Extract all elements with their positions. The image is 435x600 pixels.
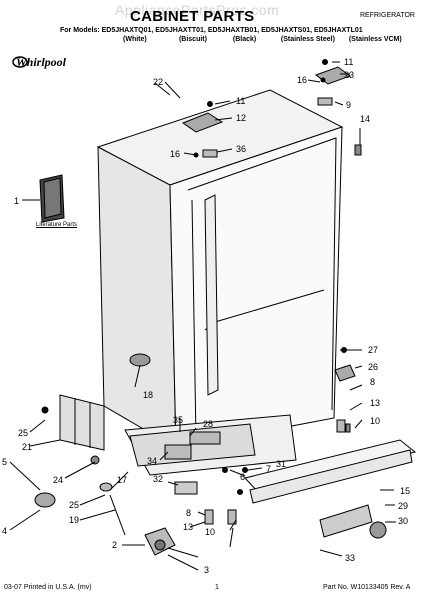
model-list: For Models: ED5JHAXTQ01, ED5JHAXTT01, ED… [60,27,363,34]
callout-8b: 8 [186,508,191,518]
callout-2: 2 [112,540,117,550]
callout-5: 5 [2,457,7,467]
callout-labels: 1 2 3 4 5 6 7 8 8 9 10 10 11 11 12 13 13… [2,57,410,575]
literature-parts-label: Literature Parts [36,222,78,228]
top-hinge-left [181,112,224,133]
callout-26: 26 [368,362,378,372]
callout-25a: 25 [18,428,28,438]
callout-13b: 13 [183,522,193,532]
callout-33: 33 [345,553,355,563]
callout-11a: 11 [236,96,245,106]
color-variants: (White) (Biscuit) (Black) (Stainless Ste… [123,36,402,43]
variant-biscuit: (Biscuit) [178,36,207,43]
page-number: 1 [215,584,219,591]
whirlpool-logo-icon [12,56,28,68]
callout-34: 34 [147,456,157,466]
callout-1: 1 [14,196,19,206]
callout-16b: 16 [297,75,307,85]
watermark: AppliancePartsPros.com [115,2,280,18]
rear-access-panel [59,394,105,451]
brand-logo-text: Whirlpool [16,55,67,69]
callout-17: 17 [117,475,127,485]
callout-35: 35 [173,415,183,425]
base-grille [244,439,417,493]
variant-white: (White) [123,36,147,43]
callout-14: 14 [360,114,370,124]
part-number: Part No. W10133405 Rev. A [323,584,411,591]
callout-15: 15 [400,486,410,496]
callout-16a: 16 [170,149,180,159]
callout-4: 4 [2,526,7,536]
callout-12: 12 [236,113,246,123]
callout-8a: 8 [370,377,375,387]
variant-stainless-vcm: (Stainless VCM) [348,36,402,43]
cabinet-divider [204,194,219,396]
callout-18: 18 [143,390,153,400]
drain-cup [129,353,151,367]
page-title: CABINET PARTS [130,8,255,25]
callout-9: 9 [346,100,351,110]
callout-30: 30 [398,516,408,526]
variant-stainless-steel: (Stainless Steel) [280,36,335,43]
callout-3: 3 [204,565,209,575]
rear-roller [319,504,373,538]
callout-10b: 10 [205,527,215,537]
callout-19: 19 [69,515,79,525]
callout-22: 22 [153,77,163,87]
callout-36: 36 [236,144,246,154]
callout-28: 28 [203,419,213,429]
callout-6: 6 [240,472,245,482]
category-label: REFRIGERATOR [360,12,415,19]
callout-27: 27 [368,345,378,355]
callout-24: 24 [53,475,63,485]
callout-23: 23 [344,70,354,80]
callout-29: 29 [398,501,408,511]
callout-31: 31 [276,459,286,469]
callout-21: 21 [22,442,32,452]
callout-25b: 25 [69,500,79,510]
callout-32: 32 [153,474,163,484]
callout-10a: 10 [370,416,380,426]
variant-black: (Black) [232,36,257,43]
callout-7: 7 [266,464,271,474]
callout-11b: 11 [344,57,353,67]
print-info: 03-07 Printed in U.S.A. (mv) [4,584,92,591]
cabinet-left-side [97,146,177,449]
callout-13a: 13 [370,398,380,408]
